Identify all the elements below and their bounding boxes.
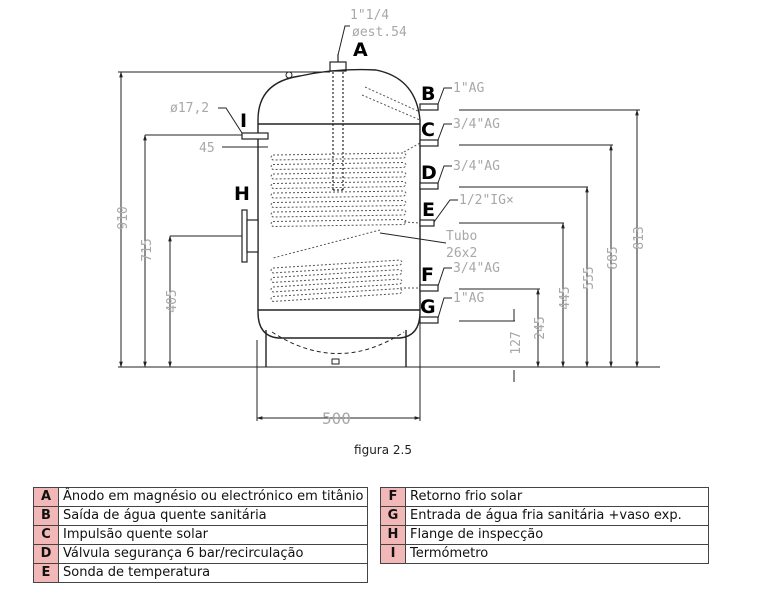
tube-label-line2: 26x2	[446, 246, 477, 261]
lower-solar-coil	[270, 259, 403, 303]
coil-turn	[270, 180, 407, 190]
dim-left-715: 715	[140, 238, 155, 261]
thermometer-spec: ø17,2	[170, 101, 209, 116]
tube-label-line1: Tubo	[446, 229, 477, 244]
label-e: E	[422, 199, 435, 221]
legend-code: A	[33, 487, 59, 507]
tank-technical-drawing: 1"1/4 øest.54 1"AG 3/4"AG 3/4"AG 1/2"IG×…	[116, 8, 660, 428]
coil-turn	[270, 152, 407, 161]
dim-thermometer-offset: 45	[199, 141, 215, 156]
legend-code: G	[380, 506, 406, 526]
anode-spec-size: 1"1/4	[350, 8, 389, 23]
label-i: I	[240, 110, 247, 132]
hot-water-outlet-pipe	[361, 86, 421, 121]
coil-turn	[270, 259, 403, 274]
coil-connector	[403, 142, 421, 153]
connection-g-spec: 1"AG	[453, 291, 484, 306]
coil-turn	[270, 171, 407, 180]
legend-description: Saída de água quente sanitária	[57, 506, 369, 526]
dim-left-910: 910	[116, 206, 131, 229]
label-g: G	[420, 296, 436, 318]
anode-connection	[329, 54, 347, 191]
legend-description: Entrada de água fria sanitária +vaso exp…	[405, 506, 709, 526]
legend-code: I	[380, 544, 406, 564]
lifting-eye-icon	[285, 71, 293, 79]
legend-code: E	[33, 563, 59, 583]
legend-description: Termómetro	[405, 544, 709, 564]
tank-body	[257, 68, 421, 367]
legend-description: Ânodo em magnésio ou electrónico em titâ…	[57, 487, 369, 507]
connection-d-spec: 3/4"AG	[453, 159, 500, 174]
connection-f-spec: 3/4"AG	[453, 261, 500, 276]
label-c: C	[421, 119, 435, 141]
legend-code: B	[33, 506, 59, 526]
dim-right-445: 445	[558, 286, 573, 309]
coil-turn	[270, 278, 403, 293]
connection-b-spec: 1"AG	[453, 81, 484, 96]
anode-spec-diameter: øest.54	[352, 25, 407, 40]
legend-code: F	[380, 487, 406, 507]
coil-connector	[272, 229, 381, 259]
dim-left-405: 405	[165, 289, 180, 312]
figure-caption: figura 2.5	[354, 443, 412, 457]
coil-turn	[270, 209, 407, 218]
legend-description: Impulsão quente solar	[57, 525, 369, 545]
legend-code: D	[33, 544, 59, 564]
label-a: A	[353, 39, 368, 61]
connection-e-spec: 1/2"IG×	[459, 193, 514, 208]
dim-right-685: 685	[606, 246, 621, 269]
coil-turn	[270, 161, 407, 171]
dim-right-127: 127	[509, 331, 524, 354]
upper-solar-coil	[270, 142, 421, 289]
coil-turn	[270, 218, 407, 228]
legend-description: Flange de inspecção	[405, 525, 709, 545]
label-b: B	[421, 83, 435, 105]
legend-description: Válvula segurança 6 bar/recirculação	[57, 544, 369, 564]
coil-turn	[270, 268, 403, 284]
label-d: D	[421, 162, 437, 184]
coil-connector	[403, 221, 421, 224]
coil-turn	[270, 190, 407, 199]
label-h: H	[234, 183, 250, 205]
connection-c-spec: 3/4"AG	[453, 117, 500, 132]
label-f: F	[421, 264, 434, 286]
dim-right-555: 555	[582, 266, 597, 289]
legend-description: Retorno frio solar	[405, 487, 709, 507]
dim-width: 500	[322, 409, 351, 428]
dim-right-813: 813	[632, 226, 647, 249]
coil-turn	[270, 199, 407, 209]
dim-right-245: 245	[533, 316, 548, 339]
right-connections	[419, 103, 439, 324]
legend-code: H	[380, 525, 406, 545]
coil-turn	[270, 287, 403, 303]
legend-description: Sonda de temperatura	[57, 563, 369, 583]
legend-code: C	[33, 525, 59, 545]
